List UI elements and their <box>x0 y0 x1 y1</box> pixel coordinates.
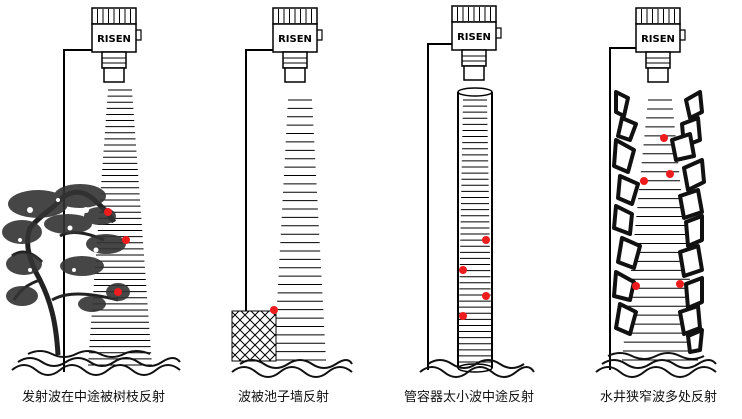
reflection-dot <box>482 292 490 300</box>
reflection-dot <box>270 306 278 314</box>
crosshatch-wall-icon <box>231 310 277 362</box>
reflection-points <box>459 236 490 320</box>
pipe-icon <box>457 87 493 373</box>
rock-wall-icon <box>612 90 706 354</box>
ground-waves <box>11 350 181 376</box>
brand-label: RISEN <box>641 34 675 45</box>
panel-narrow-well: RISEN <box>595 7 717 378</box>
reflection-dot <box>640 177 648 185</box>
tree-icon <box>2 184 130 356</box>
caption-tree: 发射波在中途被树枝反射 <box>22 390 166 405</box>
sound-wave-beam <box>458 99 492 363</box>
reflection-dot <box>482 236 490 244</box>
sound-wave-beam <box>88 89 152 366</box>
reflection-dot <box>632 282 640 290</box>
ultrasonic-sensor: RISEN <box>91 7 142 83</box>
ground-waves <box>595 352 717 378</box>
reflection-dot <box>459 312 467 320</box>
mounting-bracket <box>245 49 286 352</box>
sound-wave-beam <box>274 99 326 361</box>
reflection-points <box>104 208 130 296</box>
reflection-dot <box>122 236 130 244</box>
reflection-dot <box>666 170 674 178</box>
brand-label: RISEN <box>97 34 131 45</box>
panel-narrow-pipe: RISEN <box>419 5 535 378</box>
reflection-dot <box>114 288 122 296</box>
panel-pool-wall: RISEN <box>231 7 353 378</box>
mounting-bracket <box>427 43 462 370</box>
ultrasonic-sensor: RISEN <box>451 5 502 81</box>
caption-narrow-pipe: 管容器太小波中途反射 <box>404 390 535 405</box>
caption-narrow-well: 水井狭窄波多处反射 <box>600 390 718 405</box>
ground-waves <box>419 359 535 378</box>
reflection-points <box>632 134 684 290</box>
ultrasonic-sensor: RISEN <box>635 7 686 83</box>
reflection-dot <box>676 280 684 288</box>
reflection-dot <box>459 266 467 274</box>
brand-label: RISEN <box>278 34 312 45</box>
ground-waves <box>231 359 353 378</box>
brand-label: RISEN <box>457 32 491 43</box>
reflection-dot <box>104 208 112 216</box>
ultrasonic-sensor: RISEN <box>272 7 323 83</box>
caption-pool-wall: 波被池子墙反射 <box>238 390 330 405</box>
mounting-bracket <box>609 47 646 370</box>
panel-tree: RISEN <box>2 7 181 376</box>
reflection-dot <box>660 134 668 142</box>
